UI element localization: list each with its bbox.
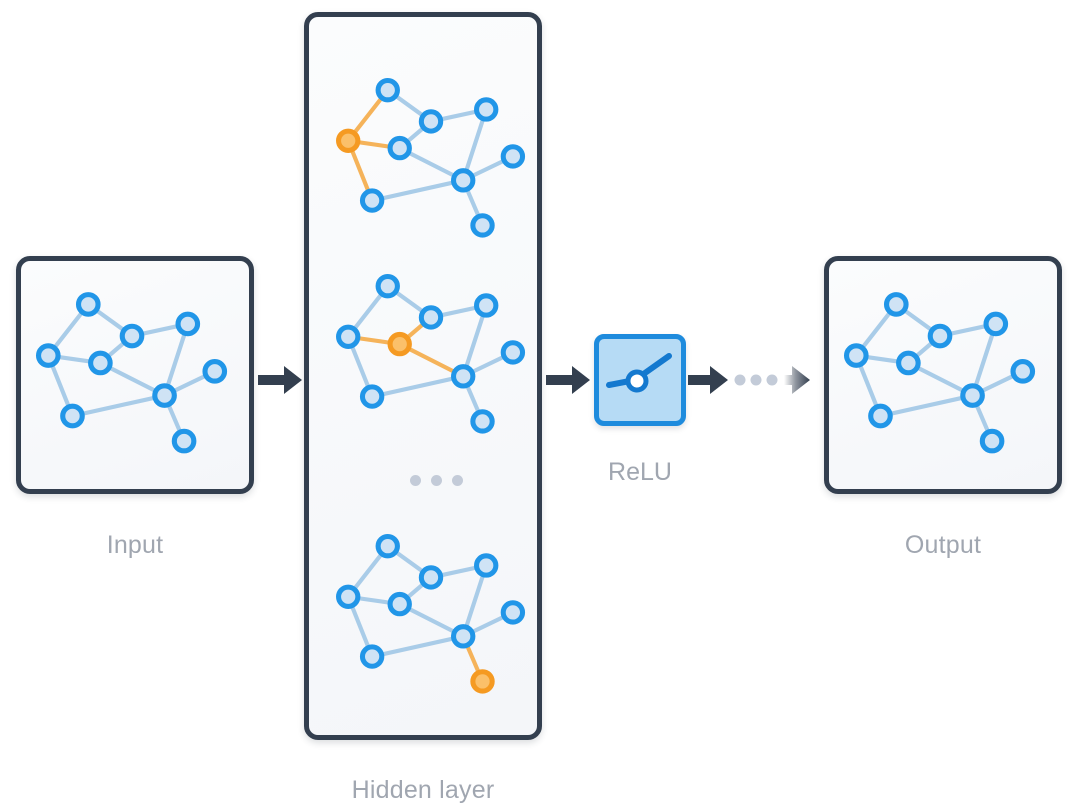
arrow-input-to-hidden (258, 366, 302, 394)
graph-node (500, 144, 526, 169)
graph-node (418, 305, 444, 330)
graph-edge (370, 374, 466, 399)
relu-block[interactable] (594, 334, 686, 426)
graph-node-highlighted (387, 331, 412, 357)
graph-node (175, 311, 201, 337)
graph-node (387, 135, 412, 161)
graph-icon (843, 292, 1036, 454)
graph-node (152, 383, 177, 408)
graph-node (960, 383, 985, 408)
graph-edge (370, 178, 466, 203)
hidden-graph-1 (336, 77, 526, 238)
graph-node (375, 533, 400, 559)
graph-node (375, 273, 400, 299)
output-block[interactable] (824, 256, 1062, 494)
graph-node (868, 403, 893, 429)
graph-node (1010, 359, 1036, 384)
graph-node (75, 292, 101, 317)
graph-edge (70, 393, 167, 419)
graph-node (979, 428, 1005, 454)
relu-caption: ReLU (608, 458, 672, 486)
input-block[interactable] (16, 256, 254, 494)
ellipsis-dot-1 (410, 475, 421, 486)
graph-node (35, 343, 61, 368)
graph-node (202, 359, 228, 384)
graph-node (375, 77, 400, 103)
output-graph (843, 292, 1036, 454)
graph-node (843, 343, 869, 368)
graph-node (896, 350, 921, 376)
graph-node (387, 591, 412, 617)
arrow-relu-to-output (688, 366, 810, 394)
graph-node (500, 340, 526, 365)
graph-node-highlighted (336, 128, 361, 153)
graph-node (359, 384, 385, 409)
graph-node (883, 292, 909, 317)
graph-node (451, 364, 476, 389)
output-caption: Output (904, 531, 982, 559)
hidden-layer-block[interactable] (304, 12, 542, 740)
graph-node (470, 409, 495, 434)
graph-edge (461, 303, 489, 379)
graph-node (418, 565, 444, 590)
arrow-hidden-to-relu (546, 366, 590, 394)
ellipsis-dot-3 (452, 475, 463, 486)
hidden-layer-caption: Hidden layer (351, 776, 495, 804)
graph-stack-icon (336, 77, 526, 694)
graph-node (474, 97, 499, 122)
graph-node (88, 350, 113, 376)
graph-edge (970, 321, 998, 398)
graph-edge (461, 563, 489, 639)
relu-curve-icon (606, 353, 672, 393)
graph-edge (878, 393, 975, 419)
graph-node (500, 600, 526, 625)
graph-node-highlighted (470, 669, 495, 694)
graph-node (359, 188, 385, 213)
graph-node (451, 624, 476, 649)
graph-edge (162, 321, 190, 398)
graph-node (336, 584, 361, 609)
graph-node (418, 109, 444, 134)
graph-node (470, 213, 495, 238)
input-graph (35, 292, 228, 454)
graph-node (451, 168, 476, 193)
hidden-layer-ellipsis (410, 475, 463, 486)
hidden-graph-2 (336, 273, 526, 434)
graph-icon (35, 292, 228, 454)
input-caption: Input (106, 531, 164, 559)
graph-node (983, 311, 1009, 337)
graph-node (359, 644, 385, 669)
hidden-graph-3 (336, 533, 526, 694)
graph-node (171, 428, 197, 454)
graph-node (474, 553, 499, 578)
graph-node (927, 323, 953, 349)
graph-node (60, 403, 85, 429)
graph-edge (461, 107, 489, 183)
graph-node (474, 293, 499, 318)
graph-node (336, 324, 361, 349)
graph-node (119, 323, 145, 349)
ellipsis-dot-2 (431, 475, 442, 486)
graph-edge (370, 634, 466, 659)
